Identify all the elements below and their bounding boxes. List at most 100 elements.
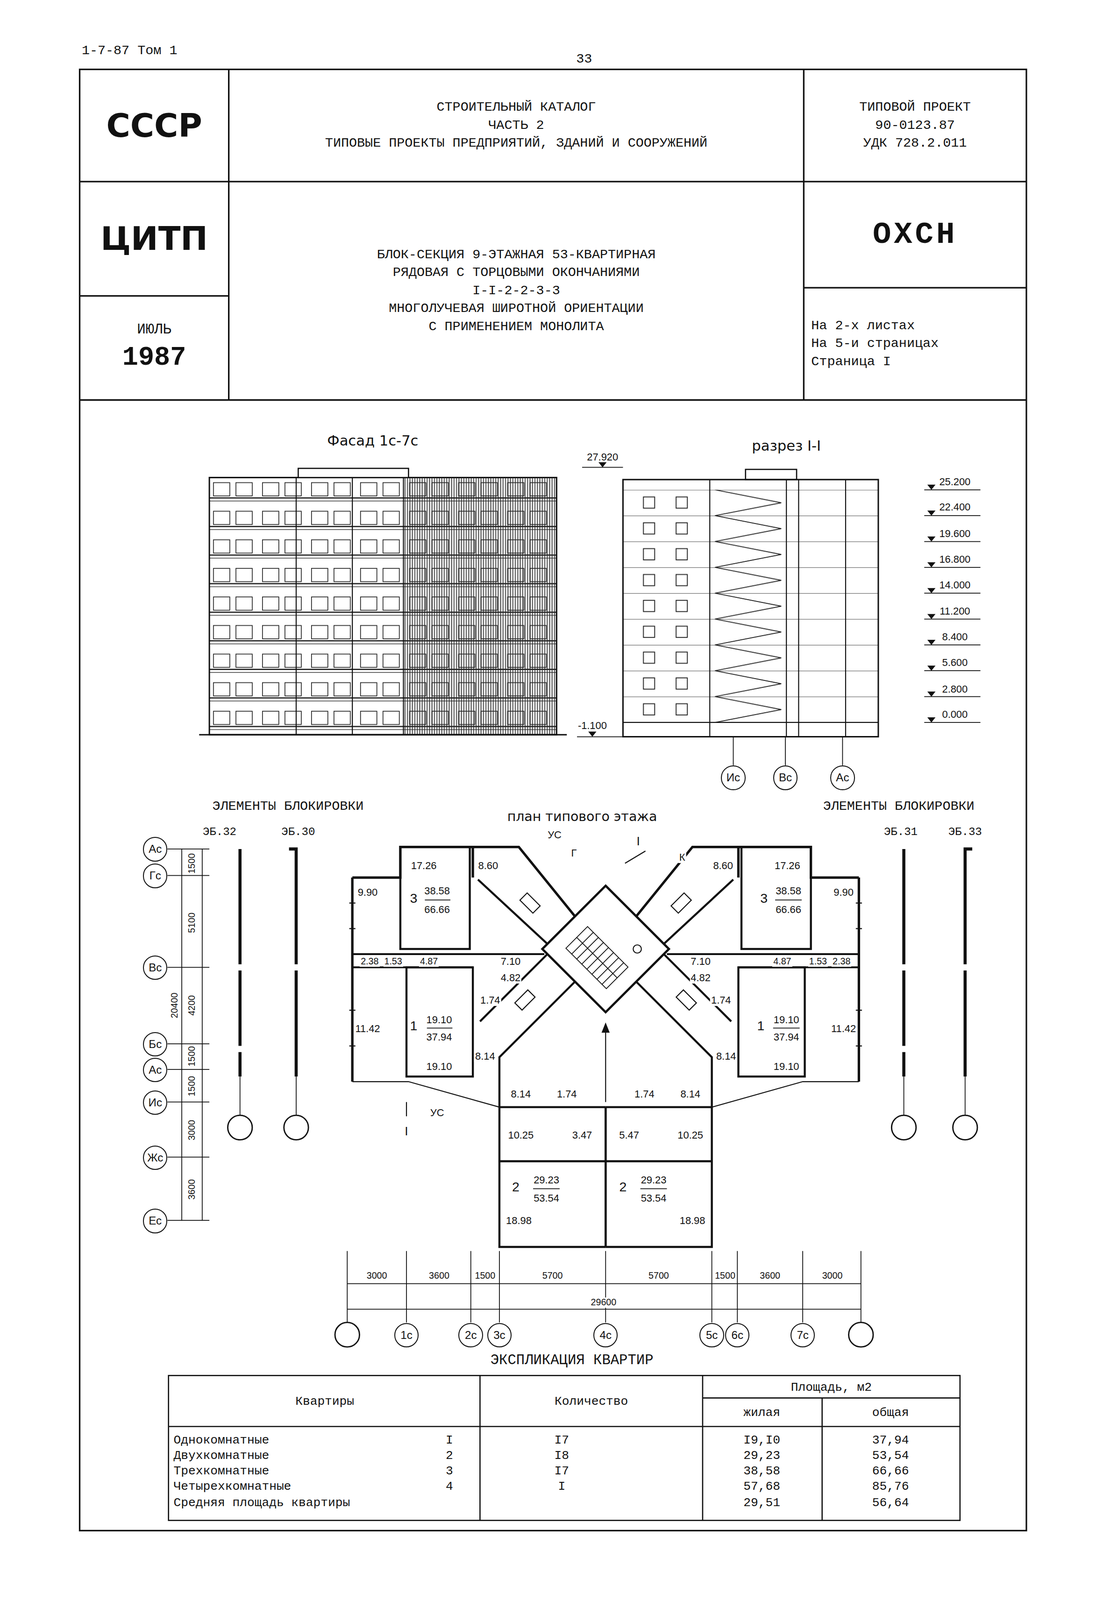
axis-label: 1с	[400, 1328, 413, 1344]
title-cell: СТРОИТЕЛЬНЫЙ КАТАЛОГЧАСТЬ 2ТИПОВЫЕ ПРОЕК…	[228, 69, 805, 182]
table-cell: 53,54	[872, 1449, 910, 1464]
dimension: 1500	[473, 1271, 497, 1283]
table-cell: 29,51	[743, 1496, 781, 1510]
dimension: 3600	[427, 1271, 451, 1283]
dimension: 5100	[186, 911, 198, 935]
axis-bubble: Ис	[720, 765, 746, 791]
section-marker: Г	[570, 847, 578, 860]
axis-label: Ис	[726, 770, 741, 786]
area-value: 7.10	[689, 956, 712, 968]
axis-label: Вс	[778, 770, 792, 786]
section	[576, 462, 981, 766]
area-value: 37.94	[772, 1032, 801, 1044]
axis-label: Гс	[149, 868, 162, 884]
cell-text: Страница I	[811, 353, 891, 371]
section-marker: I	[635, 834, 642, 849]
area-value: 38.58	[774, 885, 803, 898]
table-cell: Площадь, м2	[790, 1381, 872, 1395]
table-cell: 3	[445, 1465, 454, 1479]
axis-label: 3с	[493, 1328, 506, 1344]
elevation-mark: 2.800	[942, 683, 969, 695]
axis-bubble: Гс	[142, 863, 168, 889]
label: ЭБ.32	[202, 826, 237, 839]
label: ЭБ.33	[948, 826, 983, 839]
section-marker: УС	[546, 829, 563, 841]
table-cell: 56,64	[872, 1496, 910, 1510]
label: ЭЛЕМЕНТЫ БЛОКИРОВКИ	[212, 799, 364, 814]
area-value: 8.14	[474, 1051, 497, 1063]
cell-text: СТРОИТЕЛЬНЫЙ КАТАЛОГ	[436, 98, 597, 117]
area-value: 8.14	[510, 1089, 533, 1101]
area-value: 1.74	[555, 1089, 578, 1101]
table-cell: 38,58	[743, 1465, 781, 1479]
area-value: 9.90	[832, 886, 855, 898]
axis-label: Вс	[148, 960, 162, 976]
label: разрез I-I	[751, 438, 821, 455]
area-value: 1.74	[479, 995, 502, 1007]
cell-text: ОХСН	[872, 214, 958, 257]
facade	[199, 468, 567, 735]
elevation-mark: 0.000	[942, 709, 969, 721]
cell-text: На 2-х листах	[811, 317, 915, 335]
cell-text: ТИПОВЫЕ ПРОЕКТЫ ПРЕДПРИЯТИЙ, ЗДАНИЙ И СО…	[325, 134, 708, 153]
axis-bubble: Вс	[142, 955, 168, 981]
dimension: 3600	[758, 1271, 782, 1283]
table-cell: общая	[872, 1406, 910, 1421]
sheet-frame	[79, 69, 1027, 1532]
table-cell: I9,I0	[743, 1434, 781, 1448]
axis-bubble: 2с	[458, 1323, 483, 1348]
cell-text: I-I-2-2-3-3	[472, 282, 561, 300]
dimension: 3600	[186, 1178, 198, 1202]
axis-bubble: 3с	[487, 1323, 512, 1348]
axis-bubble: Вс	[773, 765, 798, 791]
axis-bubble: Бс	[142, 1032, 168, 1057]
area-value: 1.74	[633, 1089, 656, 1101]
area-value: 2.38	[831, 956, 852, 968]
area-value: 2.38	[359, 956, 380, 968]
axis-bubble: Ес	[142, 1209, 168, 1234]
apartment-table	[168, 1375, 961, 1521]
cell-text: РЯДОВАЯ С ТОРЦОВЫМИ ОКОНЧАНИЯМИ	[392, 263, 640, 282]
axis-label: Ас	[148, 841, 162, 857]
area-value: 17.26	[773, 860, 802, 872]
table-cell: I7	[554, 1465, 570, 1479]
blocking-elements	[227, 849, 977, 1141]
elevation-mark: 14.000	[939, 579, 971, 592]
table-cell: 29,23	[743, 1449, 781, 1464]
area-value: 8.14	[715, 1051, 738, 1063]
axis-label: Ас	[835, 770, 849, 786]
cell-text: На 5-и страницах	[811, 334, 939, 353]
axis-bubble: Ас	[142, 837, 168, 862]
title-cell: На 2-х листахНа 5-и страницахСтраница I	[803, 287, 1027, 400]
area-value: 2	[618, 1180, 628, 1196]
axis-label: 2с	[464, 1328, 477, 1344]
axis-bubble: 5с	[699, 1323, 724, 1348]
area-value: 53.54	[640, 1193, 668, 1205]
area-value: 3.47	[571, 1130, 594, 1142]
table-cell: I	[557, 1480, 566, 1494]
area-value: 2	[511, 1180, 521, 1196]
area-value: 4.82	[689, 972, 712, 984]
area-value: 66.66	[423, 904, 451, 916]
table-cell: 4	[445, 1480, 454, 1494]
title-cell: ИЮЛЬ1987	[79, 296, 229, 401]
axis-bubble: 6с	[725, 1323, 750, 1348]
elevation-mark: 27.920	[586, 451, 619, 463]
table-cell: Средняя площадь квартиры	[173, 1496, 351, 1510]
axis-label: Бс	[148, 1037, 162, 1053]
area-value: 19.10	[772, 1061, 801, 1073]
area-value: 4.87	[419, 956, 439, 968]
area-value: 29.23	[532, 1175, 561, 1187]
table-cell: Двухкомнатные	[173, 1449, 270, 1464]
title-cell: СССР	[79, 69, 229, 182]
elevation-mark: -1.100	[577, 720, 607, 732]
floor-plan	[349, 847, 862, 1248]
label: ЭЛЕМЕНТЫ БЛОКИРОВКИ	[823, 799, 975, 814]
area-value: 18.98	[505, 1215, 533, 1227]
cell-text: С ПРИМЕНЕНИЕМ МОНОЛИТА	[428, 318, 604, 336]
area-value: 19.10	[425, 1061, 454, 1073]
table-cell: I7	[554, 1434, 570, 1448]
section-marker: К	[678, 852, 687, 864]
label: ЭКСПЛИКАЦИЯ КВАРТИР	[490, 1353, 654, 1370]
